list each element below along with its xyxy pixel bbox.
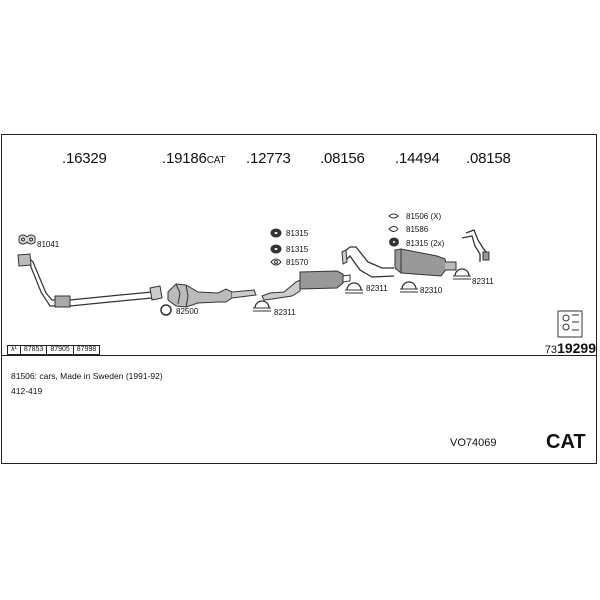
part-number-1: .16329: [62, 150, 107, 167]
intermediate-pipe-icon: [341, 246, 395, 278]
label-81041: 81041: [37, 240, 60, 249]
catalytic-converter-icon: [167, 283, 257, 308]
label-82311: 82311: [366, 284, 388, 293]
vehicle-code-table: λ¹ 87853 87905 87998: [7, 345, 101, 355]
clamp-icon: [345, 282, 363, 294]
gasket-icon: [18, 234, 36, 245]
clamp-icon: [253, 300, 271, 312]
table-cell: 87905: [46, 345, 74, 355]
clamp-icon: [453, 268, 471, 280]
middle-silencer-icon: [261, 270, 351, 301]
label-81315: 81315: [286, 245, 309, 254]
cat-badge: CAT: [546, 431, 586, 453]
ring-gasket-icon: [160, 304, 172, 316]
label-82311: 82311: [274, 308, 296, 317]
table-cell: 87853: [19, 345, 48, 355]
lambda-icon: λ¹: [7, 345, 21, 355]
rubber-mount-icon: [270, 228, 282, 266]
label-82310: 82310: [420, 286, 443, 295]
clamp-icon: [400, 281, 418, 293]
reference-symbol-icon: [557, 310, 583, 338]
rear-mount-parts-icon: [388, 213, 399, 247]
tail-pipe-icon: [461, 229, 490, 262]
part-number-6: .08158: [466, 150, 511, 167]
part-number-4: .08156: [320, 150, 365, 167]
label-82311: 82311: [472, 277, 494, 286]
divider-line: [1, 355, 597, 356]
model-code: VO74069: [450, 437, 497, 449]
part-number-5: .14494: [395, 150, 440, 167]
label-81570: 81570: [286, 258, 309, 267]
reference-number: 7319299: [545, 340, 596, 356]
diagram-frame: [1, 134, 597, 464]
reference-prefix: 73: [544, 344, 558, 356]
part-number-2: .19186CAT: [162, 150, 226, 167]
label-81315: 81315: [286, 229, 309, 238]
label-81506: 81506 (X): [406, 212, 442, 221]
label-82500: 82500: [176, 307, 199, 316]
reference-main: 19299: [557, 340, 596, 356]
part-number-suffix: CAT: [206, 155, 226, 166]
note-line: 81506: cars, Made in Sweden (1991-92): [11, 371, 163, 381]
front-pipe-icon: [17, 253, 163, 308]
table-cell: 87998: [72, 345, 101, 355]
rear-silencer-icon: [394, 248, 457, 277]
note-line: 412-419: [11, 386, 43, 396]
part-number-3: .12773: [246, 150, 291, 167]
label-81586: 81586: [406, 225, 429, 234]
label-81315-2x: 81315 (2x): [406, 239, 445, 248]
